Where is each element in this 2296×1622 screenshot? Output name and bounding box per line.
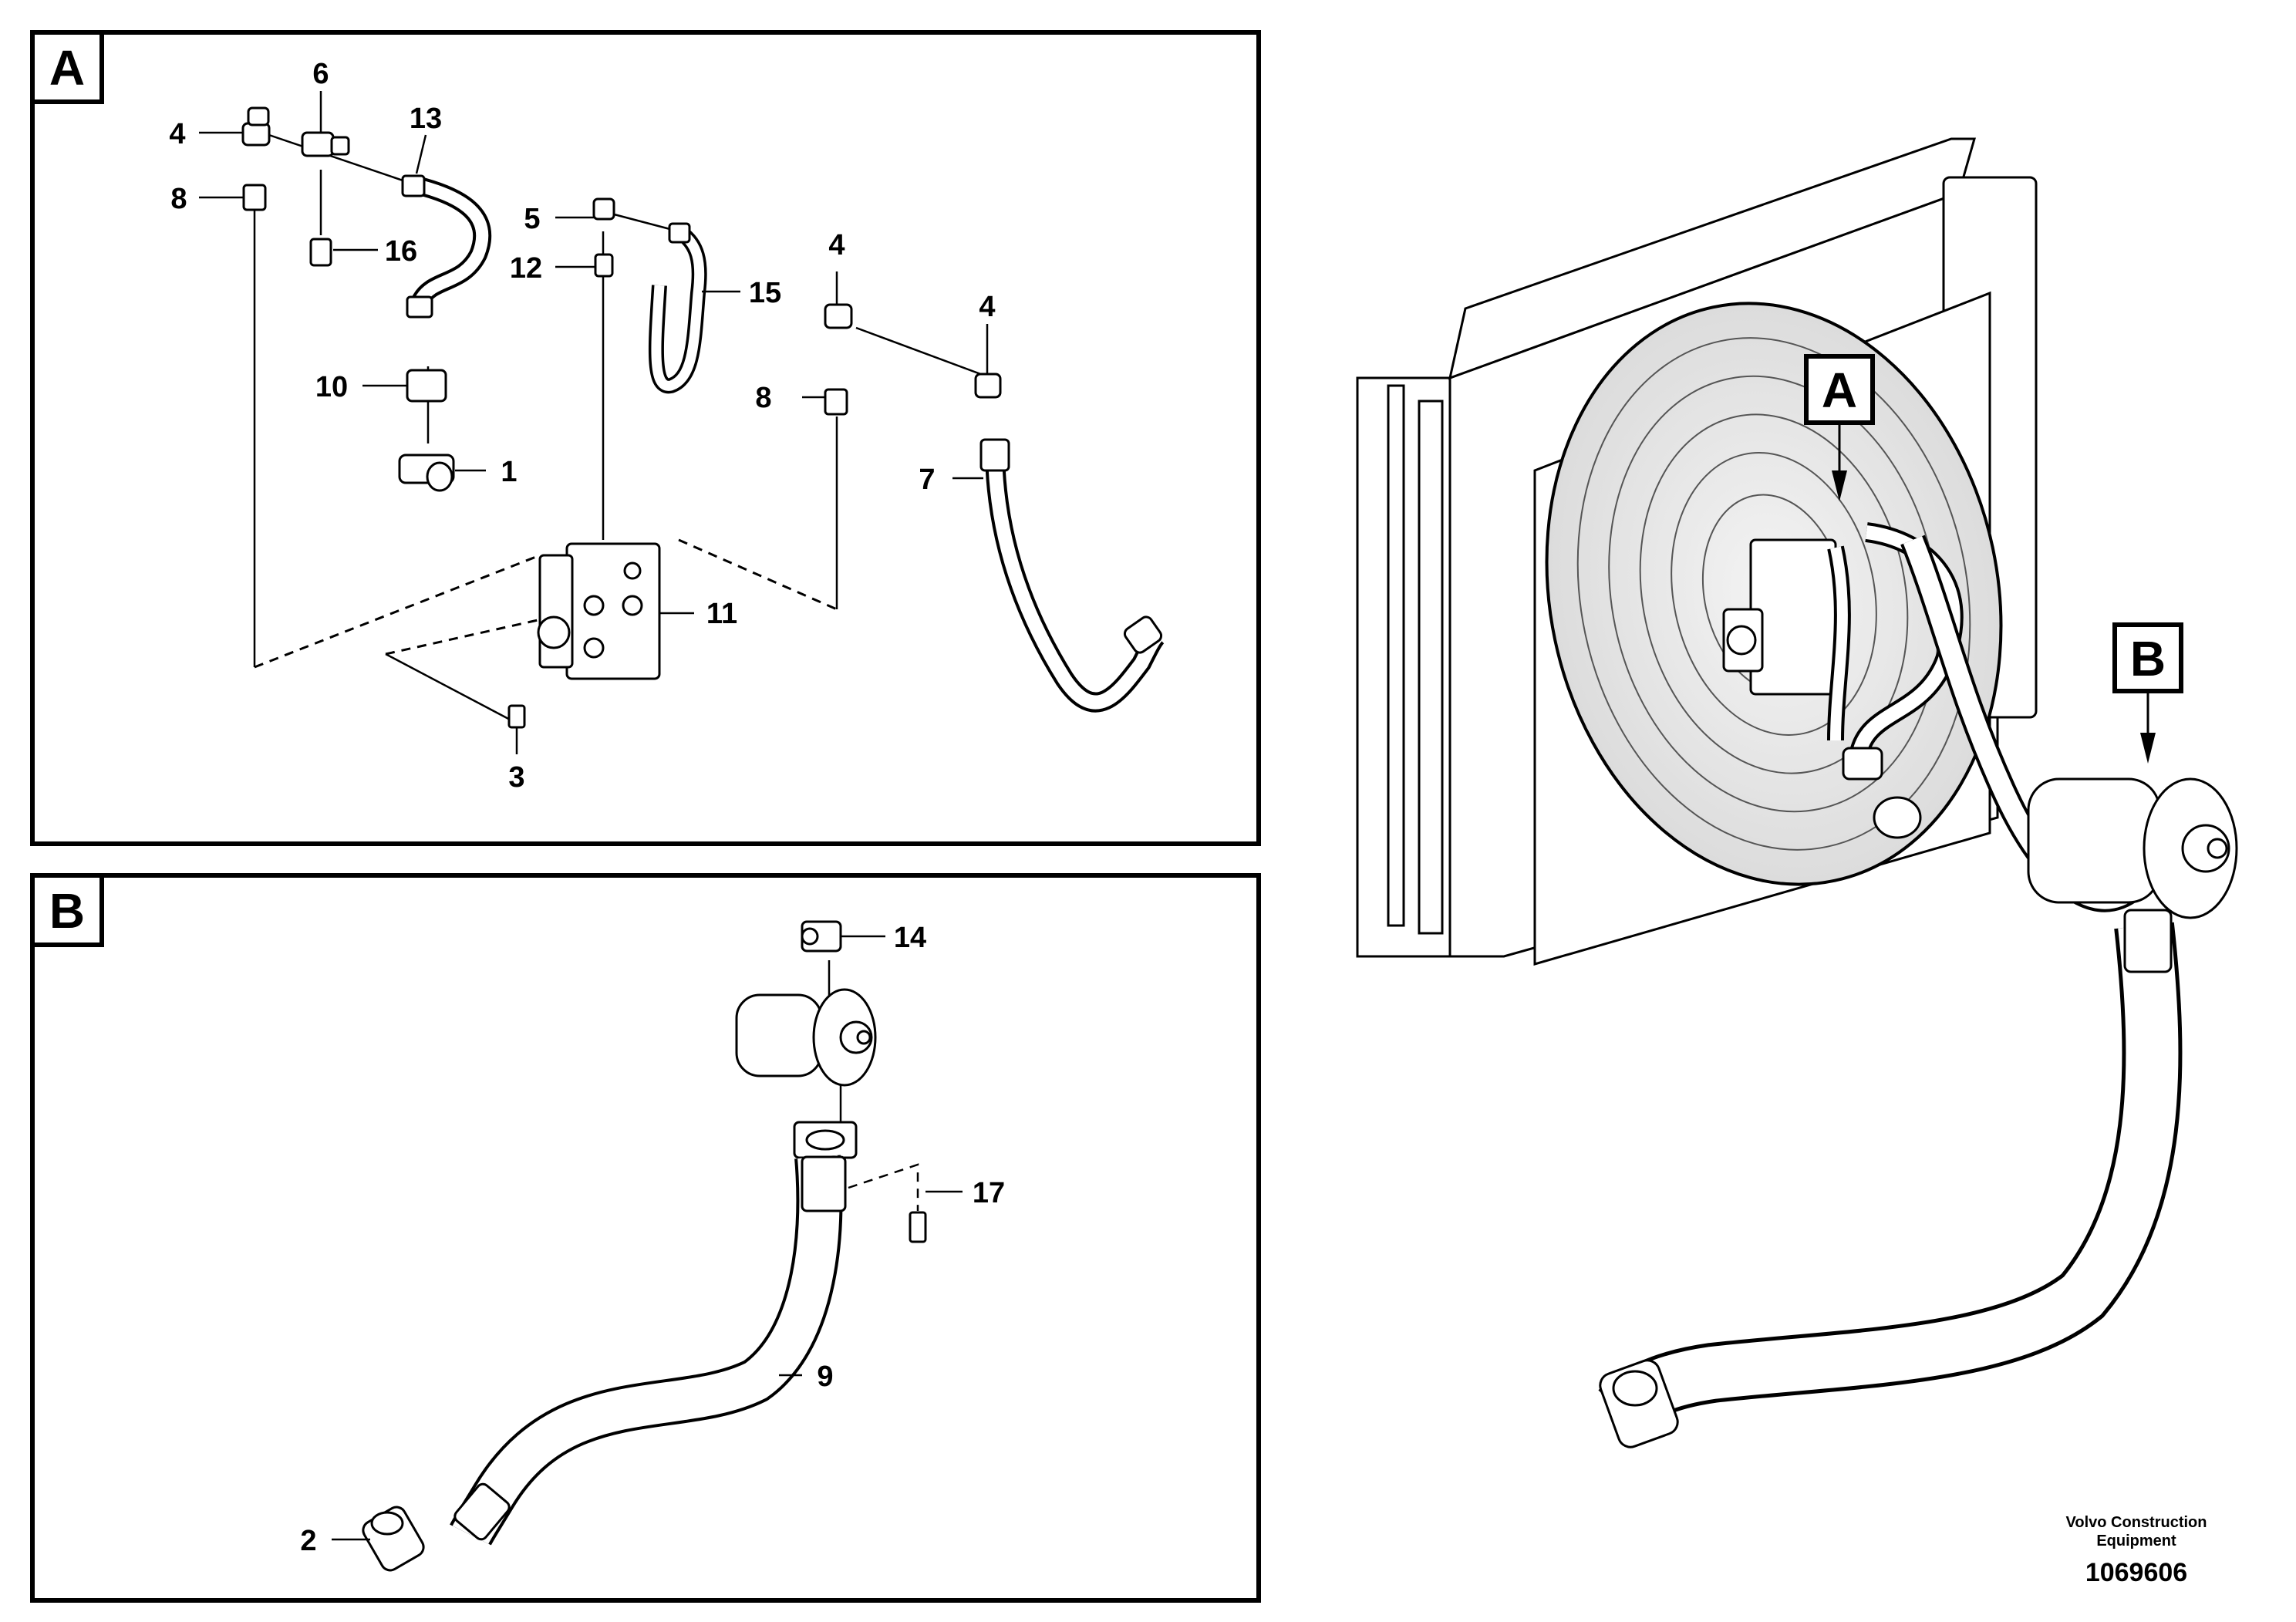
radiator-top bbox=[1448, 137, 1976, 380]
elbow-5 bbox=[592, 197, 615, 221]
leaders-a bbox=[199, 91, 989, 754]
brand-line-1: Volvo Construction bbox=[2065, 1514, 2207, 1531]
panel-a: A bbox=[30, 30, 1261, 846]
adapter-8-left bbox=[242, 184, 267, 211]
callout-1: 1 bbox=[501, 456, 517, 488]
callout-5: 5 bbox=[524, 203, 540, 235]
callout-6: 6 bbox=[312, 58, 329, 90]
overview-fittings bbox=[1599, 747, 2238, 1448]
panel-b-tag bbox=[30, 873, 104, 947]
tee-fitting-6 bbox=[301, 131, 335, 157]
overview-valve bbox=[1722, 538, 1837, 696]
nut-10 bbox=[406, 369, 447, 403]
panel-b-label: B bbox=[49, 883, 85, 939]
parts-b bbox=[362, 920, 927, 1572]
panel-a-frame bbox=[30, 30, 1261, 846]
adapter-8-middle bbox=[824, 388, 848, 416]
fittings-a bbox=[241, 106, 1165, 729]
callout-12: 12 bbox=[510, 252, 542, 285]
overview-tag-a-arrow bbox=[1832, 470, 1847, 501]
callout-4-middle: 4 bbox=[828, 229, 845, 261]
callout-13: 13 bbox=[410, 103, 442, 135]
overview-tag-b-label: B bbox=[2130, 631, 2166, 686]
callout-3: 3 bbox=[508, 761, 524, 794]
elbow-4-right bbox=[974, 373, 1002, 399]
callout-8-left: 8 bbox=[170, 183, 187, 215]
elbow-4-middle bbox=[824, 303, 853, 329]
overview-pump bbox=[2027, 777, 2161, 904]
callout-17: 17 bbox=[973, 1177, 1005, 1209]
plug-16 bbox=[309, 238, 332, 267]
drawing-number: 1069606 bbox=[2085, 1558, 2188, 1587]
callout-4-right: 4 bbox=[979, 291, 995, 323]
footer: Volvo Construction Equipment 1069606 bbox=[2021, 1513, 2252, 1588]
panel-b: B bbox=[30, 873, 1261, 1603]
callout-16: 16 bbox=[385, 235, 417, 268]
overview-tag-a bbox=[1804, 354, 1875, 425]
callout-4-top-left: 4 bbox=[169, 118, 185, 150]
callout-2: 2 bbox=[300, 1525, 316, 1557]
panel-b-frame bbox=[30, 873, 1261, 1603]
pump bbox=[735, 993, 823, 1077]
callout-11: 11 bbox=[706, 598, 737, 630]
brand-line-2: Equipment bbox=[2096, 1533, 2176, 1549]
bolt-17 bbox=[909, 1211, 927, 1243]
callout-8-middle: 8 bbox=[755, 382, 771, 414]
panel-a-label: A bbox=[49, 40, 85, 96]
panel-a-tag bbox=[30, 30, 104, 104]
callout-7: 7 bbox=[919, 464, 935, 496]
elbow-fitting-4-left bbox=[241, 122, 271, 147]
leaders-b bbox=[332, 935, 963, 1541]
adapter-12 bbox=[594, 253, 614, 278]
overview-tag-a-label: A bbox=[1822, 363, 1857, 418]
callout-14: 14 bbox=[894, 922, 926, 954]
callout-9: 9 bbox=[817, 1361, 833, 1393]
callout-15: 15 bbox=[749, 277, 781, 309]
bolt-3 bbox=[507, 704, 526, 729]
callout-10: 10 bbox=[315, 371, 348, 403]
valve-block-11 bbox=[565, 542, 661, 680]
overview-tag-b-arrow bbox=[2140, 733, 2156, 764]
overview-assembly: A B bbox=[1356, 137, 2238, 1448]
